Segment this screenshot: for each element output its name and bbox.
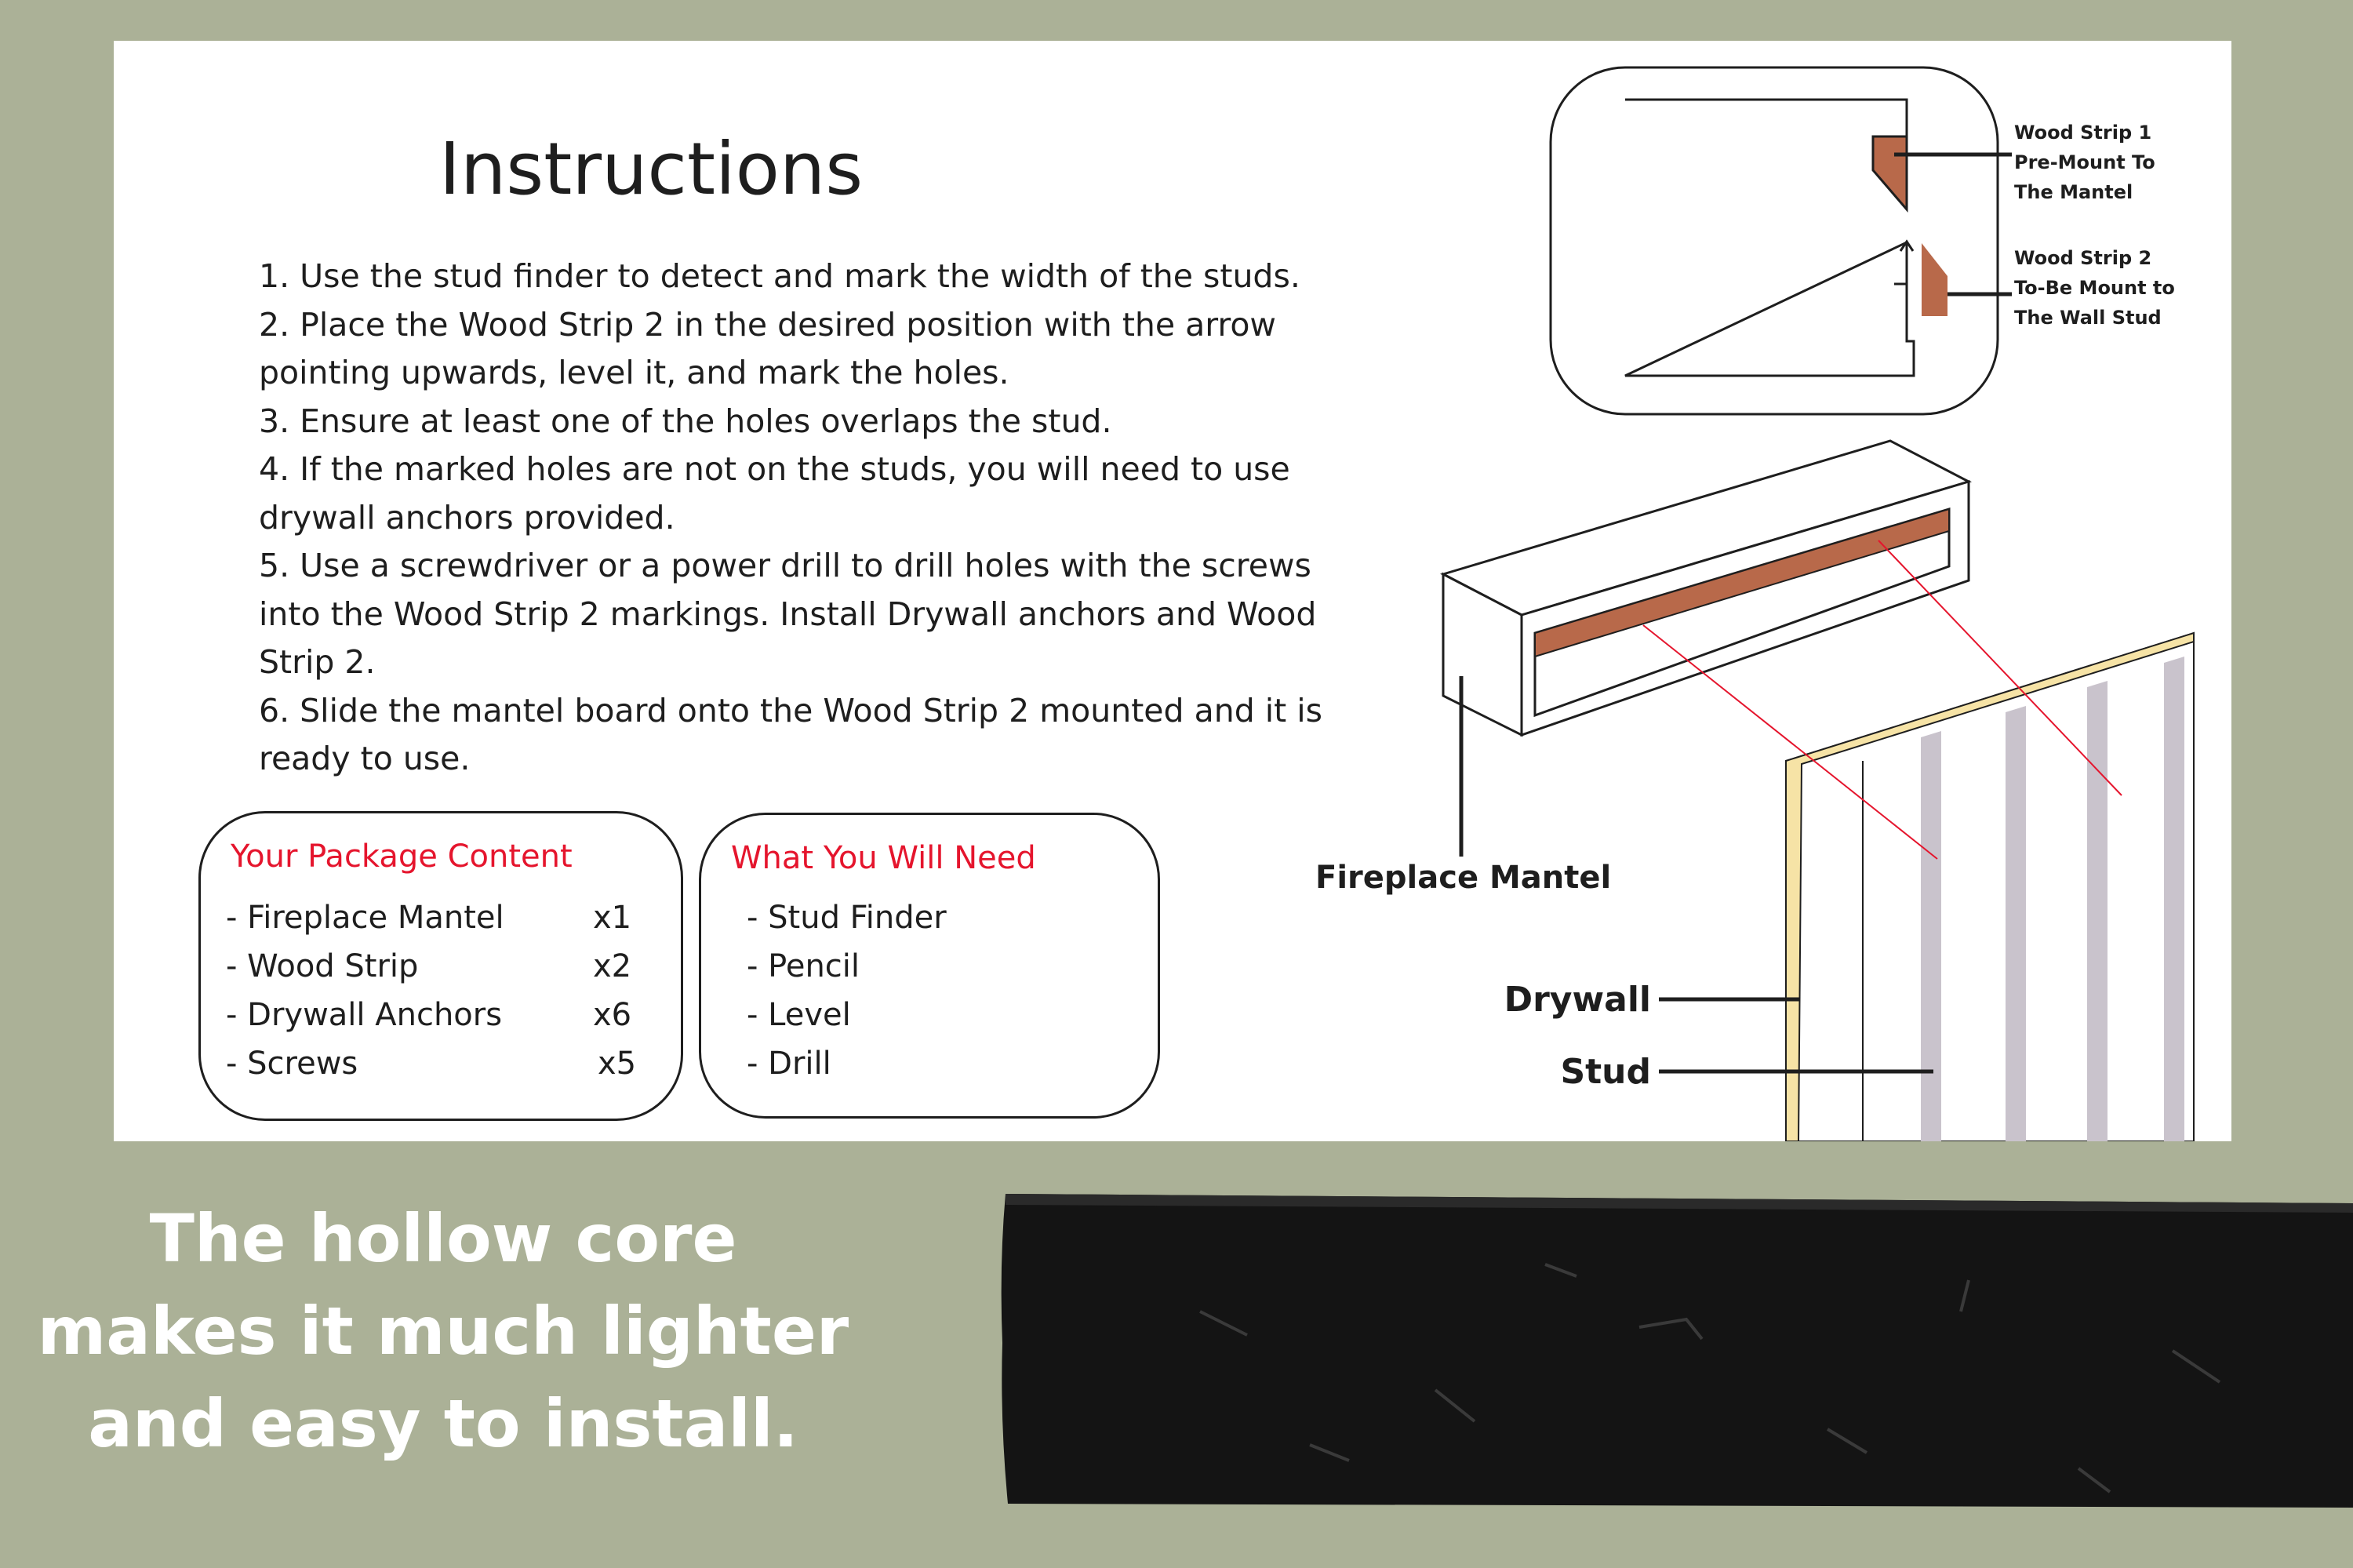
alignment-line [1878, 540, 2122, 796]
strip-1-label: Pre-Mount To [2014, 151, 2155, 173]
drywall-layer [1785, 631, 2195, 1141]
package-item-qty: x2 [593, 948, 632, 984]
beam-body [1001, 1194, 2353, 1508]
slogan-line: and easy to install. [88, 1385, 798, 1462]
package-content-heading: Your Package Content [231, 839, 573, 875]
wall-face [1785, 631, 2195, 1141]
wood-grain [1199, 1263, 2221, 1493]
step-line: 3. Ensure at least one of the holes over… [259, 402, 1112, 440]
package-item-name: - Wood Strip [226, 948, 419, 984]
step-line: ready to use. [259, 740, 471, 777]
slogan-line: The hollow core [149, 1200, 737, 1277]
up-arrow-icon [1894, 246, 1908, 286]
package-item-name: - Fireplace Mantel [226, 900, 504, 936]
package-item-qty: x6 [593, 997, 632, 1033]
step-line: 2. Place the Wood Strip 2 in the desired… [259, 305, 1276, 344]
wood-strip-2 [1922, 243, 1947, 316]
step-line: pointing upwards, level it, and mark the… [259, 354, 1009, 391]
step-line: into the Wood Strip 2 markings. Install … [259, 595, 1317, 633]
package-item-name: - Screws [226, 1046, 358, 1082]
package-content-box: Your Package Content - Fireplace Mantel … [198, 811, 683, 1121]
step-line: drywall anchors provided. [259, 498, 675, 537]
tools-needed-box: What You Will Need - Stud Finder - Penci… [699, 813, 1160, 1119]
step-line: 1. Use the stud finder to detect and mar… [259, 257, 1300, 295]
step-line: 4. If the marked holes are not on the st… [259, 450, 1290, 488]
strip-1-label: The Mantel [2014, 181, 2133, 203]
package-item-qty: x1 [593, 900, 632, 936]
fireplace-mantel-label: Fireplace Mantel [1315, 860, 1611, 896]
drywall-label: Drywall [1504, 980, 1651, 1020]
tool-item: - Level [747, 997, 851, 1033]
instruction-panel: Instructions 1. Use the stud finder to d… [114, 41, 2231, 1141]
alignment-line [1642, 624, 1938, 860]
mantel-wood-strip [1534, 508, 1950, 658]
installation-diagram: Wood Strip 1 Pre-Mount To The Mantel Woo… [1315, 66, 2195, 1141]
strip-1-label: Wood Strip 1 [2014, 122, 2151, 144]
strip-2-label: Wood Strip 2 [2014, 247, 2151, 269]
studs [1921, 657, 2184, 1141]
strip-2-label: To-Be Mount to [2014, 277, 2175, 299]
step-line: 6. Slide the mantel board onto the Wood … [259, 691, 1323, 729]
package-item-name: - Drywall Anchors [226, 997, 503, 1033]
tool-item: - Stud Finder [747, 900, 947, 936]
slogan: The hollow core makes it much lighter an… [0, 1192, 886, 1470]
stud-label: Stud [1560, 1052, 1651, 1092]
slogan-line: makes it much lighter [37, 1293, 849, 1370]
up-arrow-icon [1899, 239, 1915, 252]
step-line: Strip 2. [259, 643, 376, 681]
instructions-title: Instructions [438, 127, 864, 211]
tool-item: - Pencil [747, 948, 860, 984]
package-item-qty: x5 [598, 1046, 637, 1082]
strip-2-label: The Wall Stud [2014, 307, 2162, 329]
tool-item: - Drill [747, 1046, 831, 1082]
cross-section-frame [1549, 66, 1999, 416]
step-line: 5. Use a screwdriver or a power drill to… [259, 547, 1311, 584]
tools-needed-heading: What You Will Need [731, 840, 1036, 876]
instruction-steps: 1. Use the stud finder to detect and mar… [259, 253, 1514, 784]
beam-top-edge [1006, 1194, 2353, 1213]
black-mantel-photo [1001, 1194, 2353, 1508]
